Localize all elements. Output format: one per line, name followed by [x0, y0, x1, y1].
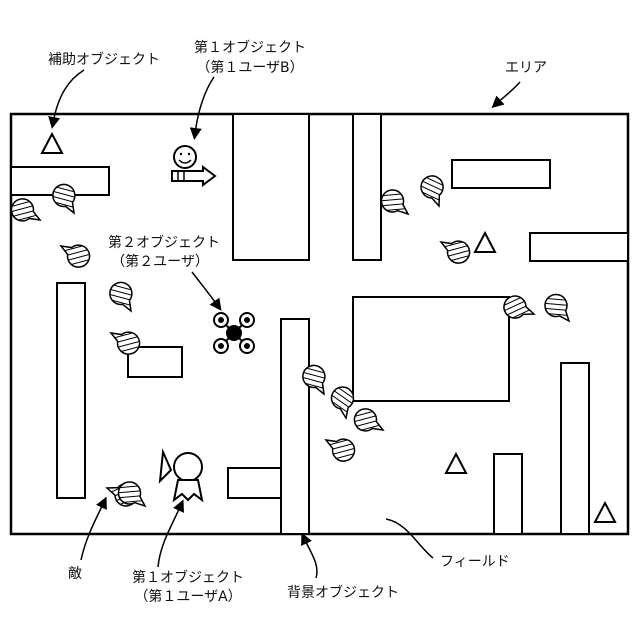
obstacle: [530, 233, 628, 261]
label-enemy: 敵: [68, 566, 82, 582]
obstacle: [353, 114, 381, 260]
label-field: フィールド: [440, 554, 510, 570]
label-background-object: 背景オブジェクト: [287, 584, 399, 601]
obstacle: [281, 319, 309, 534]
leader-arrow: [496, 82, 520, 104]
obstacle: [228, 468, 281, 498]
label-first-user-a: （第１ユーザA）: [134, 588, 241, 605]
obstacle: [452, 160, 550, 188]
label-second-object: 第２オブジェクト: [108, 234, 220, 251]
label-first-object-b: 第１オブジェクト: [194, 39, 306, 56]
label-second-user: （第２ユーザ）: [111, 253, 209, 270]
obstacle: [494, 454, 522, 534]
label-auxiliary-object: 補助オブジェクト: [48, 51, 160, 68]
obstacle: [561, 363, 589, 534]
obstacle: [353, 297, 509, 401]
label-first-object-a: 第１オブジェクト: [132, 569, 244, 586]
leader-arrow: [304, 538, 317, 578]
obstacle: [233, 114, 309, 260]
label-area: エリア: [505, 60, 547, 76]
label-first-user-b: （第１ユーザB）: [196, 59, 303, 76]
obstacle: [57, 283, 85, 498]
